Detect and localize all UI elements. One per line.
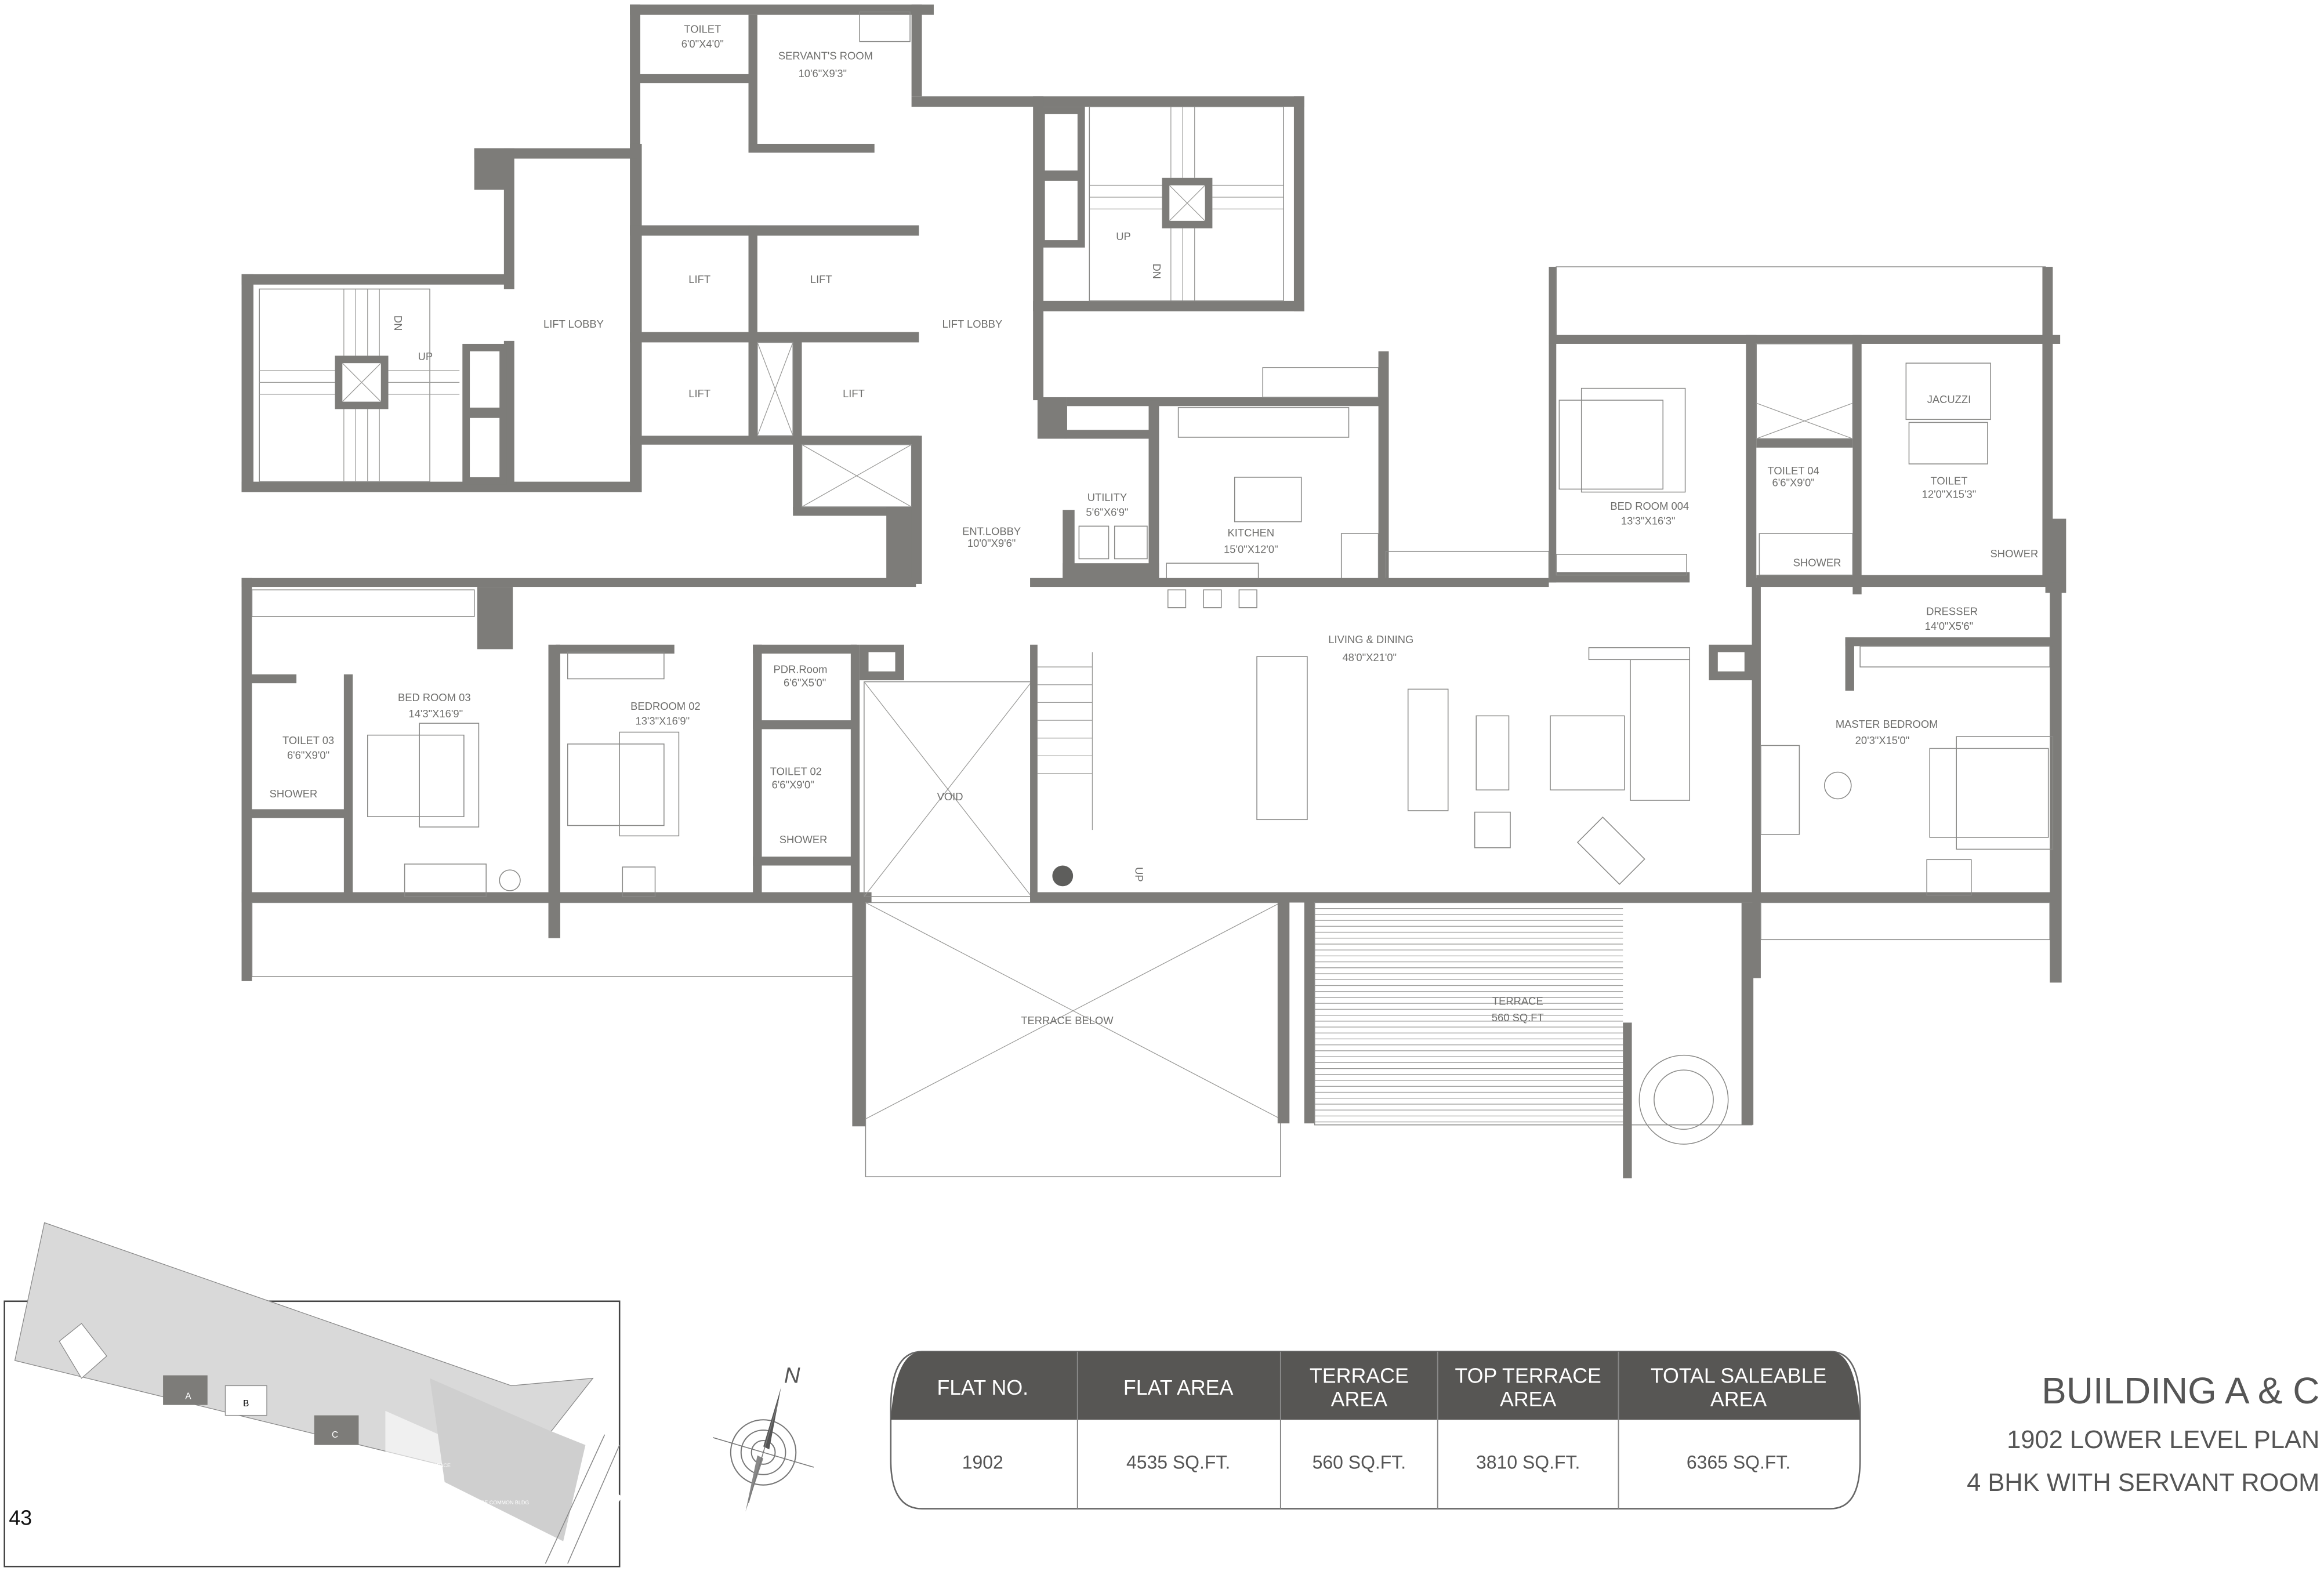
building-title: BUILDING A & C (2042, 1370, 2319, 1412)
room-label: SHOWER (1793, 556, 1841, 568)
room-label: LIFT LOBBY (543, 318, 604, 330)
title-block: BUILDING A & C 1902 LOWER LEVEL PLAN 4 B… (1967, 1370, 2319, 1497)
room-label: TOILET 04 (1768, 465, 1819, 477)
room-dimension: 14'3"X16'9" (408, 708, 463, 720)
stair-down-label: DN (392, 315, 404, 331)
room-label: LIFT (688, 387, 710, 400)
room-label: BED ROOM 03 (398, 691, 471, 703)
room-dimension: 10'6"X9'3" (799, 67, 847, 79)
room-label: PDR.Room (774, 663, 828, 675)
table-header-terrace-area: AREA (1331, 1388, 1388, 1411)
room-label: TOILET (684, 23, 721, 35)
room-label: JACUZZI (1927, 393, 1971, 405)
room-dimension: 6'0"X4'0" (681, 38, 724, 50)
compass-north-label: N (784, 1363, 800, 1388)
stair-up-label: UP (418, 350, 433, 362)
page-number: 43 (9, 1507, 32, 1530)
room-dimension: 15'0"X12'0" (1224, 543, 1278, 555)
keyplan-building-c: C (332, 1430, 338, 1440)
stair-down-label: DN (1151, 263, 1163, 279)
room-dimension: 13'3"X16'3" (1621, 515, 1676, 527)
room-label: LIFT LOBBY (942, 318, 1002, 330)
keyplan-building-a: A (185, 1391, 191, 1401)
room-label: LIVING & DINING (1328, 633, 1413, 645)
floor-plan (241, 4, 2066, 1178)
table-header-flat-area: FLAT AREA (1123, 1376, 1234, 1399)
room-label: LIFT (810, 273, 832, 285)
room-label: MASTER BEDROOM (1836, 718, 1938, 730)
room-label: TOILET 03 (282, 734, 334, 746)
unit-type: 4 BHK WITH SERVANT ROOM (1967, 1469, 2319, 1497)
room-label: TOILET 02 (770, 765, 822, 778)
room-dimension: 14'0"X5'6" (1925, 620, 1973, 632)
table-header-top-terrace-area: AREA (1500, 1388, 1557, 1411)
table-header-total-saleable-area: AREA (1710, 1388, 1767, 1411)
room-dimension: 48'0"X21'0" (1342, 651, 1397, 663)
table-cell-top-terrace-area: 3810 SQ.FT. (1476, 1452, 1580, 1473)
room-label: LIFT (843, 387, 865, 400)
stair-up-label: UP (1116, 230, 1131, 242)
room-label: BEDROOM 02 (630, 700, 700, 712)
room-dimension: 20'3"X15'0" (1855, 734, 1910, 746)
table-header-terrace-area: TERRACE (1310, 1364, 1409, 1387)
room-label: UTILITY (1087, 491, 1127, 503)
table-header-top-terrace-area: TOP TERRACE (1455, 1364, 1601, 1387)
room-label: LIFT (688, 273, 710, 285)
room-dimension: 13'3"X16'9" (635, 715, 690, 727)
area-table: FLAT NO. FLAT AREA TERRACE AREA TOP TERR… (890, 1351, 1861, 1510)
room-labels: TOILET 6'0"X4'0" SERVANT'S ROOM 10'6"X9'… (270, 23, 2039, 1026)
room-label: SHOWER (779, 833, 828, 846)
room-label: BED ROOM 004 (1610, 500, 1689, 512)
table-header-flat-no: FLAT NO. (937, 1376, 1028, 1399)
room-dimension: 6'6"X9'0" (287, 749, 329, 761)
room-label: TERRACE (1492, 995, 1543, 1007)
room-label: DRESSER (1926, 605, 1978, 618)
room-label: KITCHEN (1228, 527, 1275, 539)
room-label: TOILET (1930, 475, 1967, 487)
keyplan-future-label: FUTURE COMMON BLDG (467, 1500, 529, 1505)
table-cell-terrace-area: 560 SQ.FT. (1313, 1452, 1406, 1473)
room-label: SHOWER (270, 788, 318, 800)
room-label: SERVANT'S ROOM (778, 49, 873, 61)
room-label: ENT.LOBBY (962, 525, 1021, 538)
room-dimension: 12'0"X15'3" (1922, 488, 1977, 500)
room-label: VOID (937, 790, 963, 803)
room-label: SHOWER (1991, 547, 2039, 560)
key-plan: A B C AMENITY SPACE FUTURE COMMON BLDG 4… (3, 1222, 623, 1568)
keyplan-building-b: B (243, 1399, 249, 1409)
room-dimension: 6'6"X9'0" (772, 779, 814, 791)
room-dimension: 10'0"X9'6" (967, 537, 1016, 549)
room-dimension: 560 SQ.FT (1492, 1011, 1544, 1024)
room-dimension: 6'6"X9'0" (1772, 476, 1815, 488)
north-arrow-compass-icon: N (712, 1363, 814, 1512)
stair-up-label: UP (1133, 867, 1145, 882)
table-cell-flat-area: 4535 SQ.FT. (1126, 1452, 1230, 1473)
table-header-total-saleable-area: TOTAL SALEABLE (1651, 1364, 1826, 1387)
room-dimension: 6'6"X5'0" (784, 676, 826, 688)
room-label: TERRACE BELOW (1021, 1014, 1114, 1026)
room-dimension: 5'6"X6'9" (1086, 506, 1128, 518)
plan-title: 1902 LOWER LEVEL PLAN (2007, 1426, 2319, 1454)
table-cell-flat-no: 1902 (962, 1452, 1003, 1473)
keyplan-amenity-label: AMENITY SPACE (409, 1463, 451, 1468)
table-cell-total-saleable-area: 6365 SQ.FT. (1687, 1452, 1790, 1473)
